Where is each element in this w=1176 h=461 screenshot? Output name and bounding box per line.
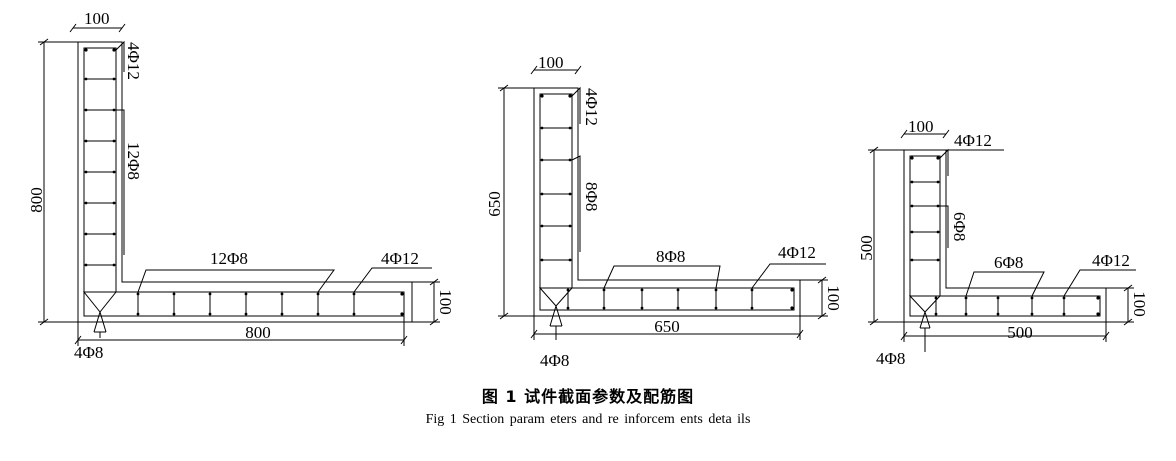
section-500-diagram: 100 500 500 100 4Φ12 6Φ8 6Φ8 4Φ12 4Φ8 [857,117,1149,368]
figure-caption-english: Fig 1 Section param eters and re inforce… [425,412,751,427]
section-500-end-bars: 4Φ12 [1092,251,1130,270]
section-500-vertical-bars: 6Φ8 [950,212,969,241]
section-650-flange-width: 100 [538,53,564,72]
section-650-corner-tie [538,287,574,340]
section-800-stirrup-bars: 4Φ8 [74,343,103,362]
section-800-leaders [115,40,432,293]
section-650-horizontal-bars: 8Φ8 [656,247,685,266]
section-650-vertical-cage [539,93,573,289]
section-800-diagram: 100 800 800 100 4Φ12 12Φ8 12Φ8 4Φ12 4Φ8 [27,9,455,362]
section-650-height: 650 [485,191,504,217]
section-650-outline [533,87,801,317]
section-800-dimensions [38,23,440,346]
section-800-height: 800 [27,187,46,213]
section-650-corner-bars: 4Φ12 [582,88,601,126]
section-500-bar-dots [910,156,1100,316]
section-800-flange-width: 100 [84,9,110,28]
section-800-corner-tie [82,291,118,338]
section-650-horizontal-cage [539,287,795,311]
section-500-leaders [939,148,1136,297]
section-650-leaders [571,86,826,289]
section-500-thickness: 100 [1130,291,1149,317]
section-800-end-bars: 4Φ12 [381,249,419,268]
section-650-dimensions [498,65,828,340]
section-800-bar-dots [84,48,404,316]
section-500-stirrup-bars: 4Φ8 [876,349,905,368]
section-500-horizontal-cage [909,295,1101,317]
section-650-bar-dots [540,94,794,310]
section-500-height: 500 [857,235,876,261]
section-650-vertical-bars: 8Φ8 [582,182,601,211]
section-800-vertical-bars: 12Φ8 [124,142,143,180]
section-500-horizontal-bars: 6Φ8 [994,253,1023,272]
section-500-length: 500 [1007,323,1033,342]
section-500-dimensions [868,129,1134,342]
section-650-thickness: 100 [824,285,843,311]
section-500-corner-bars: 4Φ12 [954,131,992,150]
section-800-outline [77,41,413,323]
section-800-thickness: 100 [436,289,455,315]
section-650-stirrup-bars: 4Φ8 [540,351,569,370]
figure-caption-chinese: 图 1 试件截面参数及配筋图 [481,387,695,406]
section-650-length: 650 [654,317,680,336]
section-800-vertical-cage [83,47,117,293]
section-650-diagram: 100 650 650 100 4Φ12 8Φ8 8Φ8 4Φ12 4Φ8 [485,53,843,370]
section-500-corner-tie [908,295,942,352]
section-800-length: 800 [245,323,271,342]
section-800-horizontal-bars: 12Φ8 [210,249,248,268]
section-500-vertical-cage [909,155,941,297]
section-500-flange-width: 100 [908,117,934,136]
section-800-corner-bars: 4Φ12 [124,42,143,80]
section-800-horizontal-cage [83,291,405,317]
section-650-end-bars: 4Φ12 [778,243,816,262]
